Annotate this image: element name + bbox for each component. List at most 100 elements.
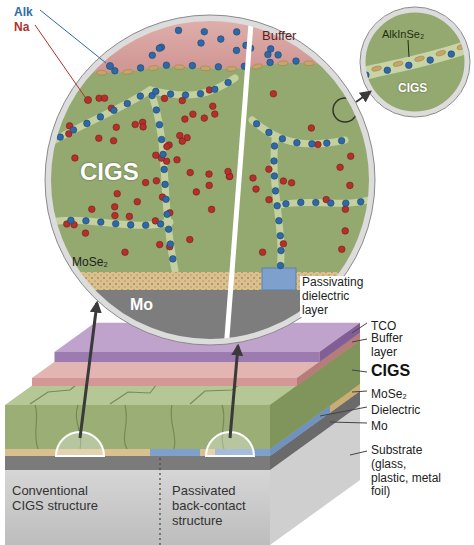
alkinse2-precipitate (371, 65, 382, 72)
alkinse2-precipitate (393, 60, 404, 67)
label-holder: Buffer (262, 26, 296, 44)
na-dot (308, 125, 315, 132)
particles (57, 27, 364, 269)
layer-stack (5, 323, 360, 545)
alk-dot (384, 67, 391, 74)
label-holder: Conventional CIGS structure (12, 484, 117, 514)
na-dot (96, 135, 103, 142)
na-dot (266, 196, 273, 203)
buffer-label: Buffer (262, 29, 296, 44)
zoom-arrow (230, 346, 238, 438)
label-holder: MoSe₂ (371, 384, 407, 402)
alk-dot (106, 62, 113, 69)
alkinse2-precipitate (278, 61, 288, 66)
alk-dot (309, 141, 316, 148)
grain-lines (35, 405, 38, 449)
alkinse2-precipitate (414, 55, 425, 62)
na-dot (347, 182, 354, 189)
na-dot (206, 171, 213, 178)
alk-dot (163, 196, 170, 203)
label-holder: CIGS (371, 362, 410, 380)
na-dot (112, 212, 119, 219)
mo-front (5, 456, 270, 470)
alk-dot (142, 222, 149, 229)
na-dot (208, 206, 215, 213)
mose2-label: MoSe₂ (72, 256, 108, 270)
particles (363, 43, 468, 78)
alk-dot (267, 46, 274, 53)
label-holder: Alk (14, 2, 33, 20)
na-dot (89, 206, 96, 213)
label-holder: Substrate (glass, plastic, metal foil) (371, 444, 445, 499)
na-dot (193, 189, 200, 196)
na-dot (140, 124, 147, 131)
na-dot (187, 236, 194, 243)
tco-front (55, 352, 320, 362)
alk-label: Alk (14, 6, 33, 20)
leader-lines (330, 422, 367, 423)
alk-dot (212, 86, 219, 93)
na-dot (114, 190, 121, 197)
grain-boundaries (150, 90, 175, 270)
small-magnifier (360, 8, 472, 120)
alkinse2-precipitate (123, 69, 133, 75)
divider-line (159, 458, 160, 545)
grain-boundaries (50, 78, 368, 270)
cigs-region (40, 10, 380, 350)
leader-lines (352, 370, 367, 372)
alk-dot (283, 201, 290, 208)
magnifier-rim (363, 10, 467, 114)
grain-lines (124, 405, 127, 449)
alk-dot (201, 28, 208, 35)
alk-dot (156, 121, 163, 128)
alk-dot (197, 90, 204, 97)
label-holder: Buffer layer (371, 332, 417, 360)
alk-dot (293, 58, 300, 65)
alk-dot (277, 232, 284, 239)
na-dot (259, 249, 266, 256)
mo-layer-label: Mo (371, 420, 388, 434)
na-dot (280, 178, 287, 185)
substrate-label: Substrate (glass, plastic, metal foil) (371, 444, 445, 499)
na-dot (174, 157, 181, 164)
alk-dot (277, 262, 284, 269)
alk-dot (156, 45, 163, 52)
alk-dot (84, 120, 91, 127)
leader-lines (352, 339, 367, 342)
na-dot (266, 166, 273, 173)
alk-dot (343, 200, 350, 207)
alk-dot (97, 114, 104, 121)
na-dot (153, 178, 160, 185)
label-holder: MoSe₂ (72, 252, 108, 270)
alk-dot (157, 221, 164, 228)
na-dot (212, 111, 219, 118)
label-holder: CIGS (80, 158, 139, 186)
alk-dot (267, 59, 274, 66)
alk-dot (83, 218, 90, 225)
dielectric-label: Dielectric (371, 404, 420, 418)
alk-dot (266, 129, 273, 136)
na-dot (132, 121, 139, 128)
na-dot (342, 206, 349, 213)
structure-label: Conventional CIGS structure (12, 484, 117, 514)
alk-dot (161, 166, 168, 173)
cigs-layer-label: CIGS (371, 362, 410, 380)
alkinse2-precipitate (226, 66, 236, 71)
grain-boundaries (150, 78, 235, 95)
leader-lines (352, 323, 367, 333)
alkinse2-precipitate (252, 63, 263, 69)
alk-dot (218, 36, 225, 43)
grain-boundary (362, 46, 470, 74)
alk-dot (167, 91, 174, 98)
na-dot (84, 96, 91, 103)
alk-dot (57, 134, 64, 141)
cigs-label: CIGS (80, 158, 139, 186)
alk-dot (198, 40, 205, 47)
na-dot (225, 168, 232, 175)
label-holder: AlkInSe₂ (382, 24, 424, 42)
split-line (226, 10, 252, 350)
structure-label: Passivated back-contact structure (172, 484, 264, 529)
magnifier-rim (360, 7, 470, 117)
leader-lines (320, 407, 367, 416)
magnifier (40, 10, 380, 350)
